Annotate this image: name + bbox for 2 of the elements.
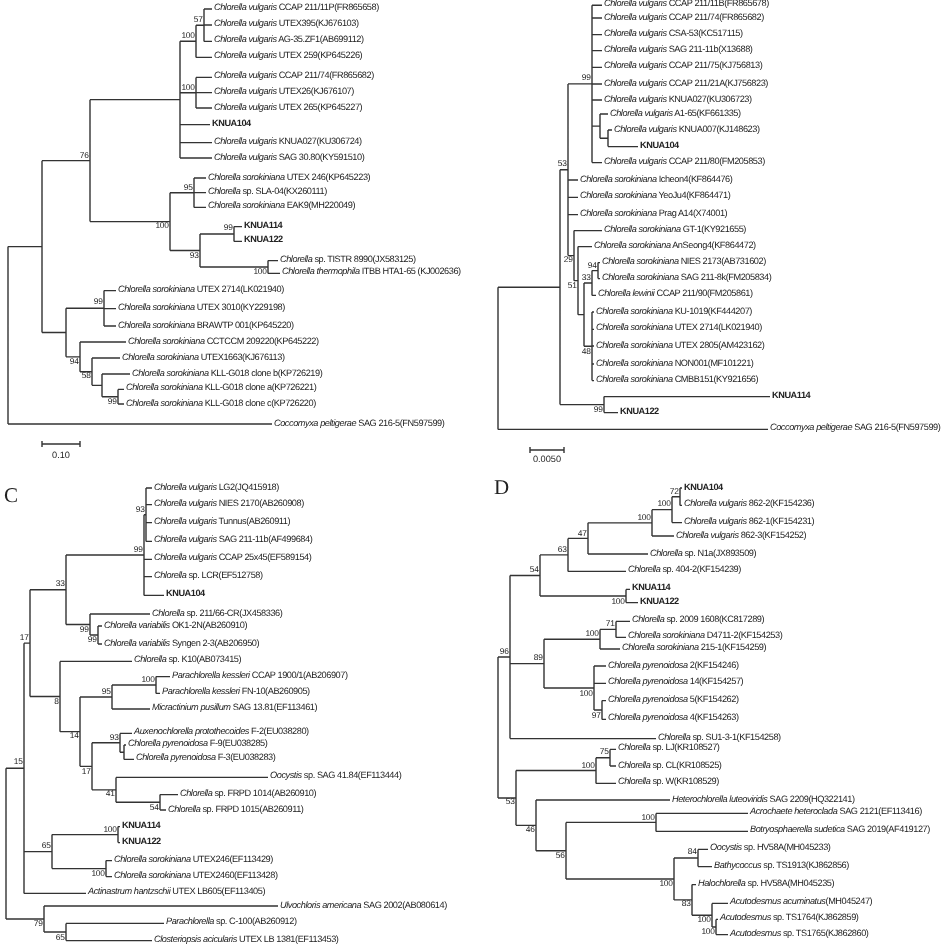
panel-letter: C bbox=[4, 488, 19, 510]
panel-letter: D bbox=[494, 480, 510, 502]
